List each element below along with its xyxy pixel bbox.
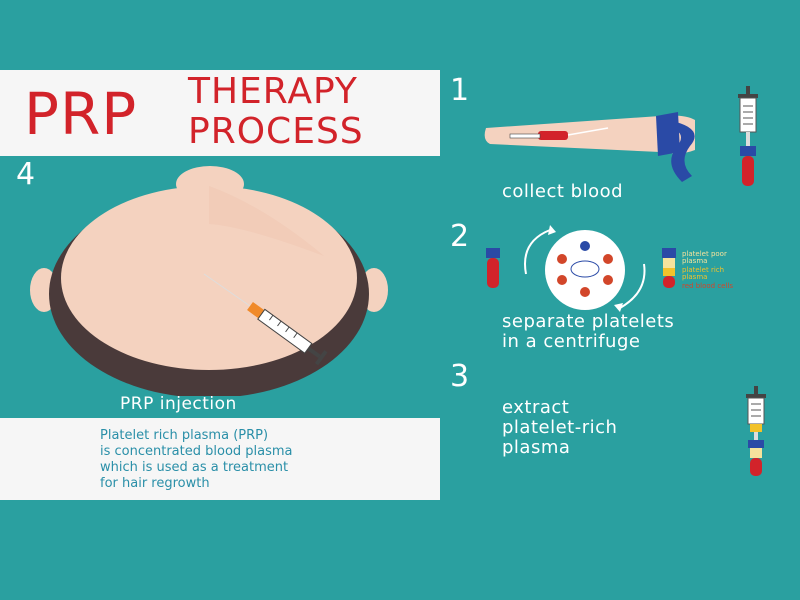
legend-ppp-1: platelet poor: [682, 250, 727, 258]
step-1-label: collect blood: [502, 181, 624, 202]
syringe-icon: [746, 386, 766, 476]
title-panel: [0, 70, 440, 156]
centrifuge-illustration: platelet poor plasma platelet rich plasm…: [486, 225, 733, 312]
separation-legend: platelet poor plasma platelet rich plasm…: [682, 250, 733, 290]
collect-blood-illustration: [484, 86, 758, 186]
head-injection-illustration: [30, 166, 388, 396]
arm-icon: [484, 112, 695, 182]
needle-icon: [509, 127, 609, 140]
tube-separated-icon: [662, 248, 676, 288]
description-line-4: for hair regrowth: [100, 476, 210, 491]
description-panel: [0, 418, 440, 500]
tube-red-icon: [486, 248, 500, 288]
step-3-label-line-2: platelet-rich: [502, 417, 618, 438]
step-3-label-line-3: plasma: [502, 437, 571, 458]
step-2-label-line-2: in a centrifuge: [502, 331, 641, 352]
description-line-3: which is used as a treatment: [100, 460, 289, 475]
title-line-2: PROCESS: [188, 111, 364, 152]
title-line-1: THERAPY: [188, 71, 358, 112]
head-icon: [30, 166, 388, 396]
step-3-label-line-1: extract: [502, 397, 570, 418]
step-number-4: 4: [16, 157, 36, 192]
extract-syringe-illustration: [746, 386, 766, 476]
description-line-1: Platelet rich plasma (PRP): [100, 428, 269, 443]
legend-prp-2: plasma: [682, 273, 707, 281]
step-number-3: 3: [450, 359, 470, 394]
legend-prp-1: platelet rich: [682, 266, 724, 274]
injection-label: PRP injection: [120, 394, 237, 414]
description-line-2: is concentrated blood plasma: [100, 444, 293, 459]
centrifuge-icon: [524, 225, 646, 312]
injection-syringe-icon: [203, 273, 328, 366]
step-number-1: 1: [450, 73, 470, 108]
legend-ppp-2: plasma: [682, 257, 707, 265]
syringe-tube-icon: [738, 86, 758, 186]
title-main: PRP: [24, 80, 138, 148]
legend-rbc: red blood cells: [682, 282, 733, 290]
step-number-2: 2: [450, 219, 470, 254]
step-2-label-line-1: separate platelets: [502, 311, 675, 332]
